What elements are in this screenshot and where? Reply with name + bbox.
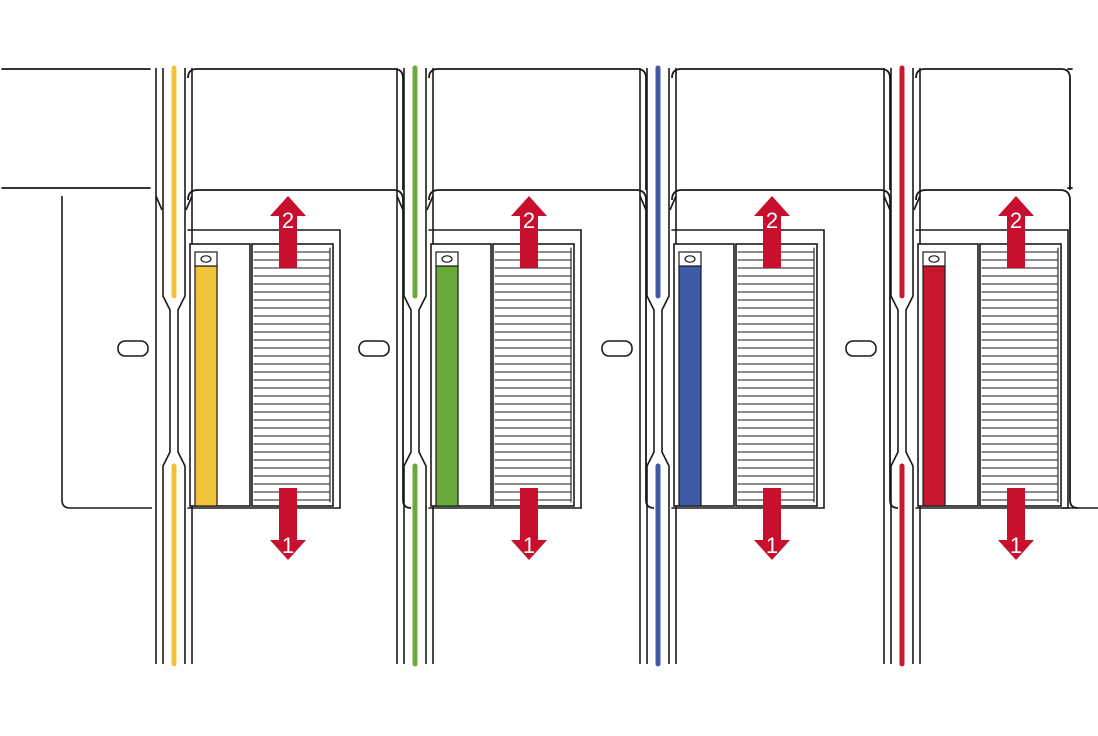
arrow-up-label: 2	[1010, 208, 1022, 233]
latch-slot-icon	[358, 340, 390, 357]
arrow-down-label: 1	[282, 533, 294, 558]
top-block-outline	[187, 68, 404, 190]
latch-slot-icon	[601, 340, 633, 357]
arrow-down-shape	[270, 488, 306, 560]
arrow-up-label: 2	[766, 208, 778, 233]
rail-notch	[639, 195, 677, 211]
rail-right-inner	[418, 68, 427, 664]
housing-outline	[915, 189, 1079, 509]
arrow-up-shape	[511, 196, 547, 268]
rail-notch	[155, 195, 193, 211]
latch-slot-icon	[845, 340, 877, 357]
arrow-up-2: 2	[754, 196, 790, 268]
ribbed-section	[492, 243, 575, 507]
rail-right-inner	[905, 68, 914, 664]
slot-unit-green: 21	[358, 65, 655, 667]
cartridge-cap-hole	[441, 255, 453, 263]
rail-right-inner	[661, 68, 670, 664]
ribbed-section	[251, 243, 334, 507]
ribbed-section	[735, 243, 818, 507]
arrow-up-shape	[270, 196, 306, 268]
ribbed-section	[979, 243, 1062, 507]
arrow-up-label: 2	[523, 208, 535, 233]
cartridge-color-band	[194, 265, 218, 507]
latch-slot-icon	[117, 340, 149, 357]
arrow-down-1: 1	[998, 488, 1034, 560]
rail-left-inner	[890, 68, 899, 664]
arrow-down-shape	[754, 488, 790, 560]
slot-unit-red: 21	[845, 65, 1079, 667]
rail-left-inner	[162, 68, 171, 664]
arrow-up-shape	[754, 196, 790, 268]
cartridge-cap-hole	[684, 255, 696, 263]
rail-notch	[396, 195, 434, 211]
cartridge-color-band	[922, 265, 946, 507]
top-block-outline	[915, 68, 1071, 190]
arrow-up-label: 2	[282, 208, 294, 233]
arrow-down-1: 1	[754, 488, 790, 560]
cartridge-color-band	[435, 265, 459, 507]
arrow-down-label: 1	[766, 533, 778, 558]
arrow-down-label: 1	[523, 533, 535, 558]
slot-unit-yellow: 21	[117, 65, 412, 667]
arrow-down-1: 1	[511, 488, 547, 560]
arrow-up-2: 2	[270, 196, 306, 268]
arrow-down-1: 1	[270, 488, 306, 560]
arrow-down-shape	[511, 488, 547, 560]
chassis-body-outline	[61, 196, 152, 509]
arrow-up-shape	[998, 196, 1034, 268]
cartridge-cap-hole	[200, 255, 212, 263]
rail-left-inner	[646, 68, 655, 664]
rail-left-inner	[403, 68, 412, 664]
arrow-down-shape	[998, 488, 1034, 560]
top-block-outline	[671, 68, 891, 190]
slot-unit-blue: 21	[601, 65, 899, 667]
cartridge-color-band	[678, 265, 702, 507]
rail-right-inner	[177, 68, 186, 664]
rail-notch	[883, 195, 921, 211]
arrow-up-2: 2	[511, 196, 547, 268]
top-block-outline	[428, 68, 647, 190]
arrow-down-label: 1	[1010, 533, 1022, 558]
arrow-up-2: 2	[998, 196, 1034, 268]
cartridge-cap-hole	[928, 255, 940, 263]
